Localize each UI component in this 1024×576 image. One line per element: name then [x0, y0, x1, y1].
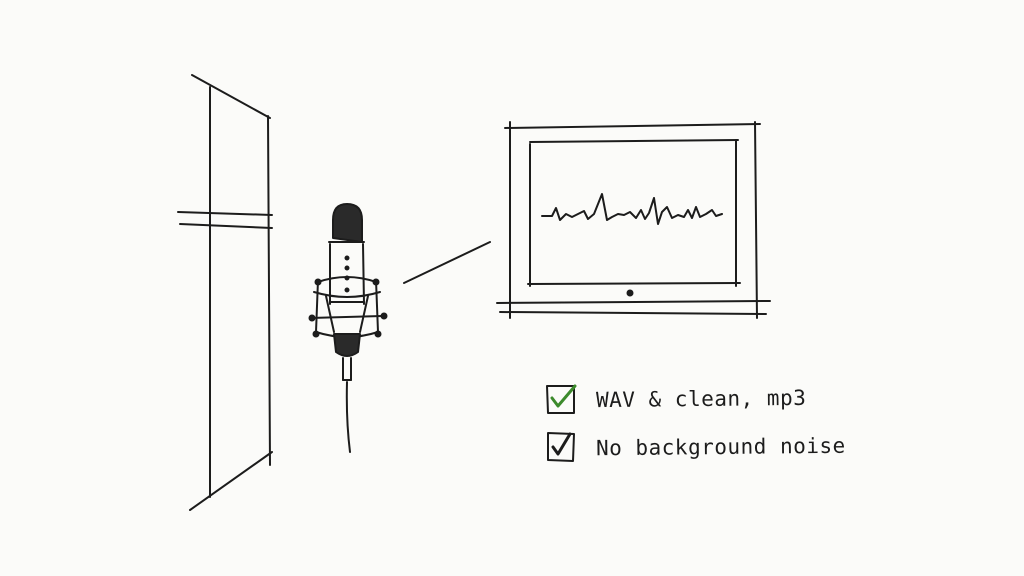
- checkbox-icon[interactable]: [546, 432, 576, 462]
- acoustic-panel-icon: [177, 74, 273, 511]
- checkmark-icon: [551, 432, 572, 456]
- connector-line: [403, 241, 491, 284]
- checklist-item-label: No background noise: [595, 433, 846, 461]
- checkbox-icon[interactable]: [546, 384, 577, 414]
- checklist: WAV & clean, mp3 No background noise: [546, 378, 866, 468]
- monitor-icon: [496, 121, 771, 319]
- checklist-item-noise[interactable]: No background noise: [546, 426, 866, 468]
- checkmark-icon: [550, 384, 577, 408]
- checklist-item-label: WAV & clean, mp3: [595, 385, 807, 413]
- waveform-icon: [541, 193, 723, 225]
- microphone-icon: [308, 203, 388, 453]
- checklist-item-wav[interactable]: WAV & clean, mp3: [546, 378, 866, 420]
